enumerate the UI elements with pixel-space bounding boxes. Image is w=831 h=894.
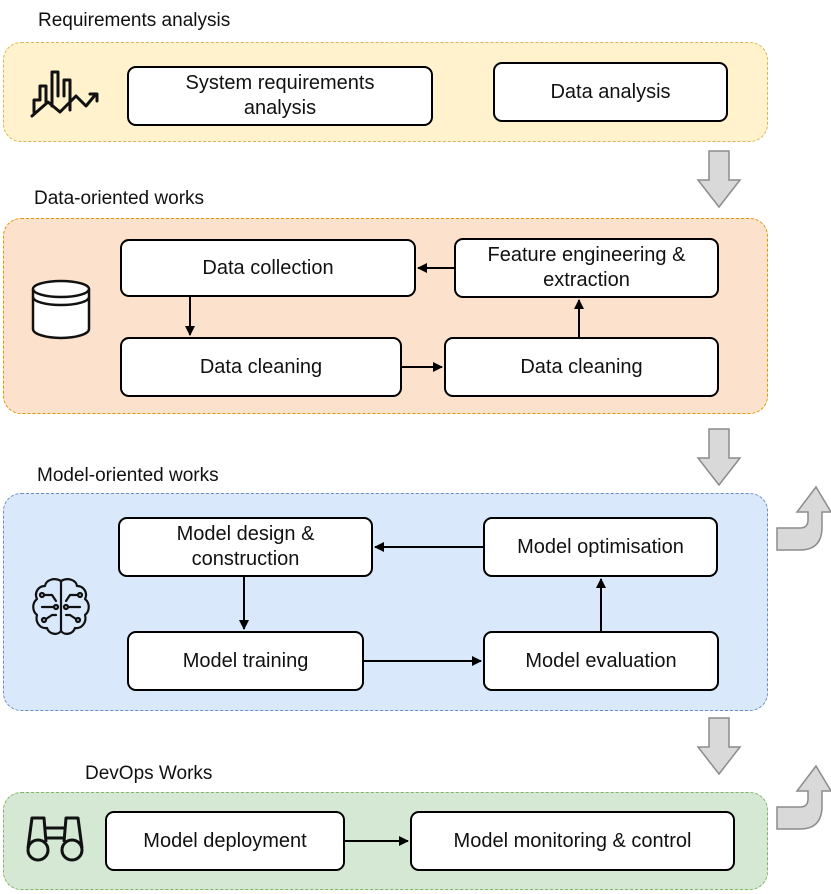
model-design-box: Model design & construction — [118, 517, 373, 577]
data-analysis-box: Data analysis — [493, 62, 728, 122]
flow-arrow-feedback-2 — [776, 764, 831, 830]
model-optimisation-box: Model optimisation — [483, 517, 718, 577]
data-collection-box: Data collection — [120, 239, 416, 297]
model-training-box: Model training — [127, 631, 364, 691]
devops-section-title: DevOps Works — [85, 763, 213, 784]
model-evaluation-box: Model evaluation — [483, 631, 719, 691]
model-deployment-box: Model deployment — [105, 811, 345, 871]
requirements-section-title: Requirements analysis — [38, 10, 231, 31]
feature-engineering-box: Feature engineering & extraction — [454, 238, 719, 298]
flow-arrow-down-1 — [696, 150, 742, 209]
brain-circuit-icon — [32, 578, 90, 635]
database-icon — [31, 279, 91, 340]
flow-arrow-down-3 — [696, 717, 742, 776]
binoculars-icon — [26, 816, 84, 862]
flow-arrow-down-2 — [696, 428, 742, 487]
model-section-title: Model-oriented works — [37, 465, 219, 486]
system-requirements-analysis-box: System requirements analysis — [127, 66, 433, 126]
flow-arrow-feedback-1 — [776, 485, 831, 551]
data-cleaning-left-box: Data cleaning — [120, 337, 402, 397]
data-section-title: Data-oriented works — [34, 188, 205, 209]
chart-growth-icon — [30, 70, 99, 118]
model-monitoring-box: Model monitoring & control — [410, 811, 735, 871]
data-cleaning-right-box: Data cleaning — [444, 337, 719, 397]
